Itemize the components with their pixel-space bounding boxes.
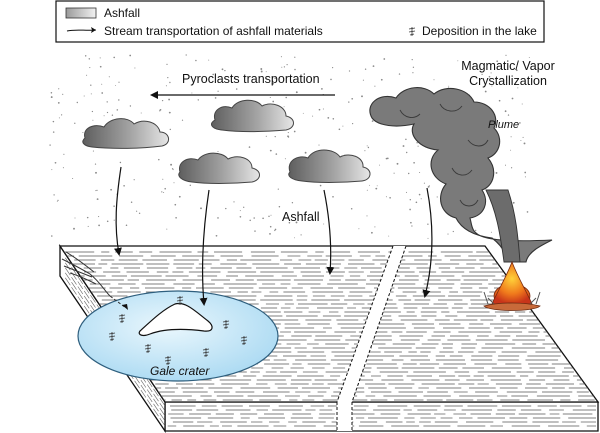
legend-frame [55, 0, 545, 43]
block-break [336, 245, 407, 431]
legend: Ashfall Stream transportation of ashfall… [55, 0, 545, 43]
volcano-vent [483, 260, 541, 311]
ashfall-swatch-icon [65, 7, 97, 19]
ash-cloud-1 [82, 118, 169, 149]
deposition-mark [202, 348, 210, 357]
legend-label-deposition: Deposition in the lake [422, 24, 537, 38]
inflow-streams [61, 251, 128, 310]
deposition-marks [108, 296, 248, 365]
deposition-mark [108, 332, 116, 341]
ash-cloud-4 [288, 149, 371, 183]
central-mound [138, 302, 213, 337]
legend-label-stream: Stream transportation of ashfall materia… [104, 24, 323, 38]
legend-label-ashfall: Ashfall [104, 6, 140, 20]
deposition-mark [144, 344, 152, 353]
plume-label: Plume [488, 119, 519, 131]
crater-lake [77, 290, 279, 382]
ash-cloud-2 [211, 99, 294, 132]
deposition-mark [164, 356, 172, 365]
pyroclasts-label: Pyroclasts transportation [182, 72, 320, 86]
ash-cloud-3 [178, 152, 260, 184]
deposition-mark [222, 320, 230, 329]
deposition-mark [240, 336, 248, 345]
crater-label: Gale crater [150, 364, 210, 378]
deposition-mark [176, 296, 184, 305]
lake-deposition-icon [408, 27, 416, 36]
magmatic-label-line2: Crystallization [469, 74, 547, 88]
ashfall-arrows [114, 166, 433, 306]
ashfall-label: Ashfall [282, 210, 320, 224]
magmatic-label-line1: Magmatic/ Vapor [461, 59, 555, 73]
deposition-mark [118, 314, 126, 323]
volcanic-plume: Plume [369, 87, 553, 263]
gale-crater: Gale crater [77, 290, 279, 382]
